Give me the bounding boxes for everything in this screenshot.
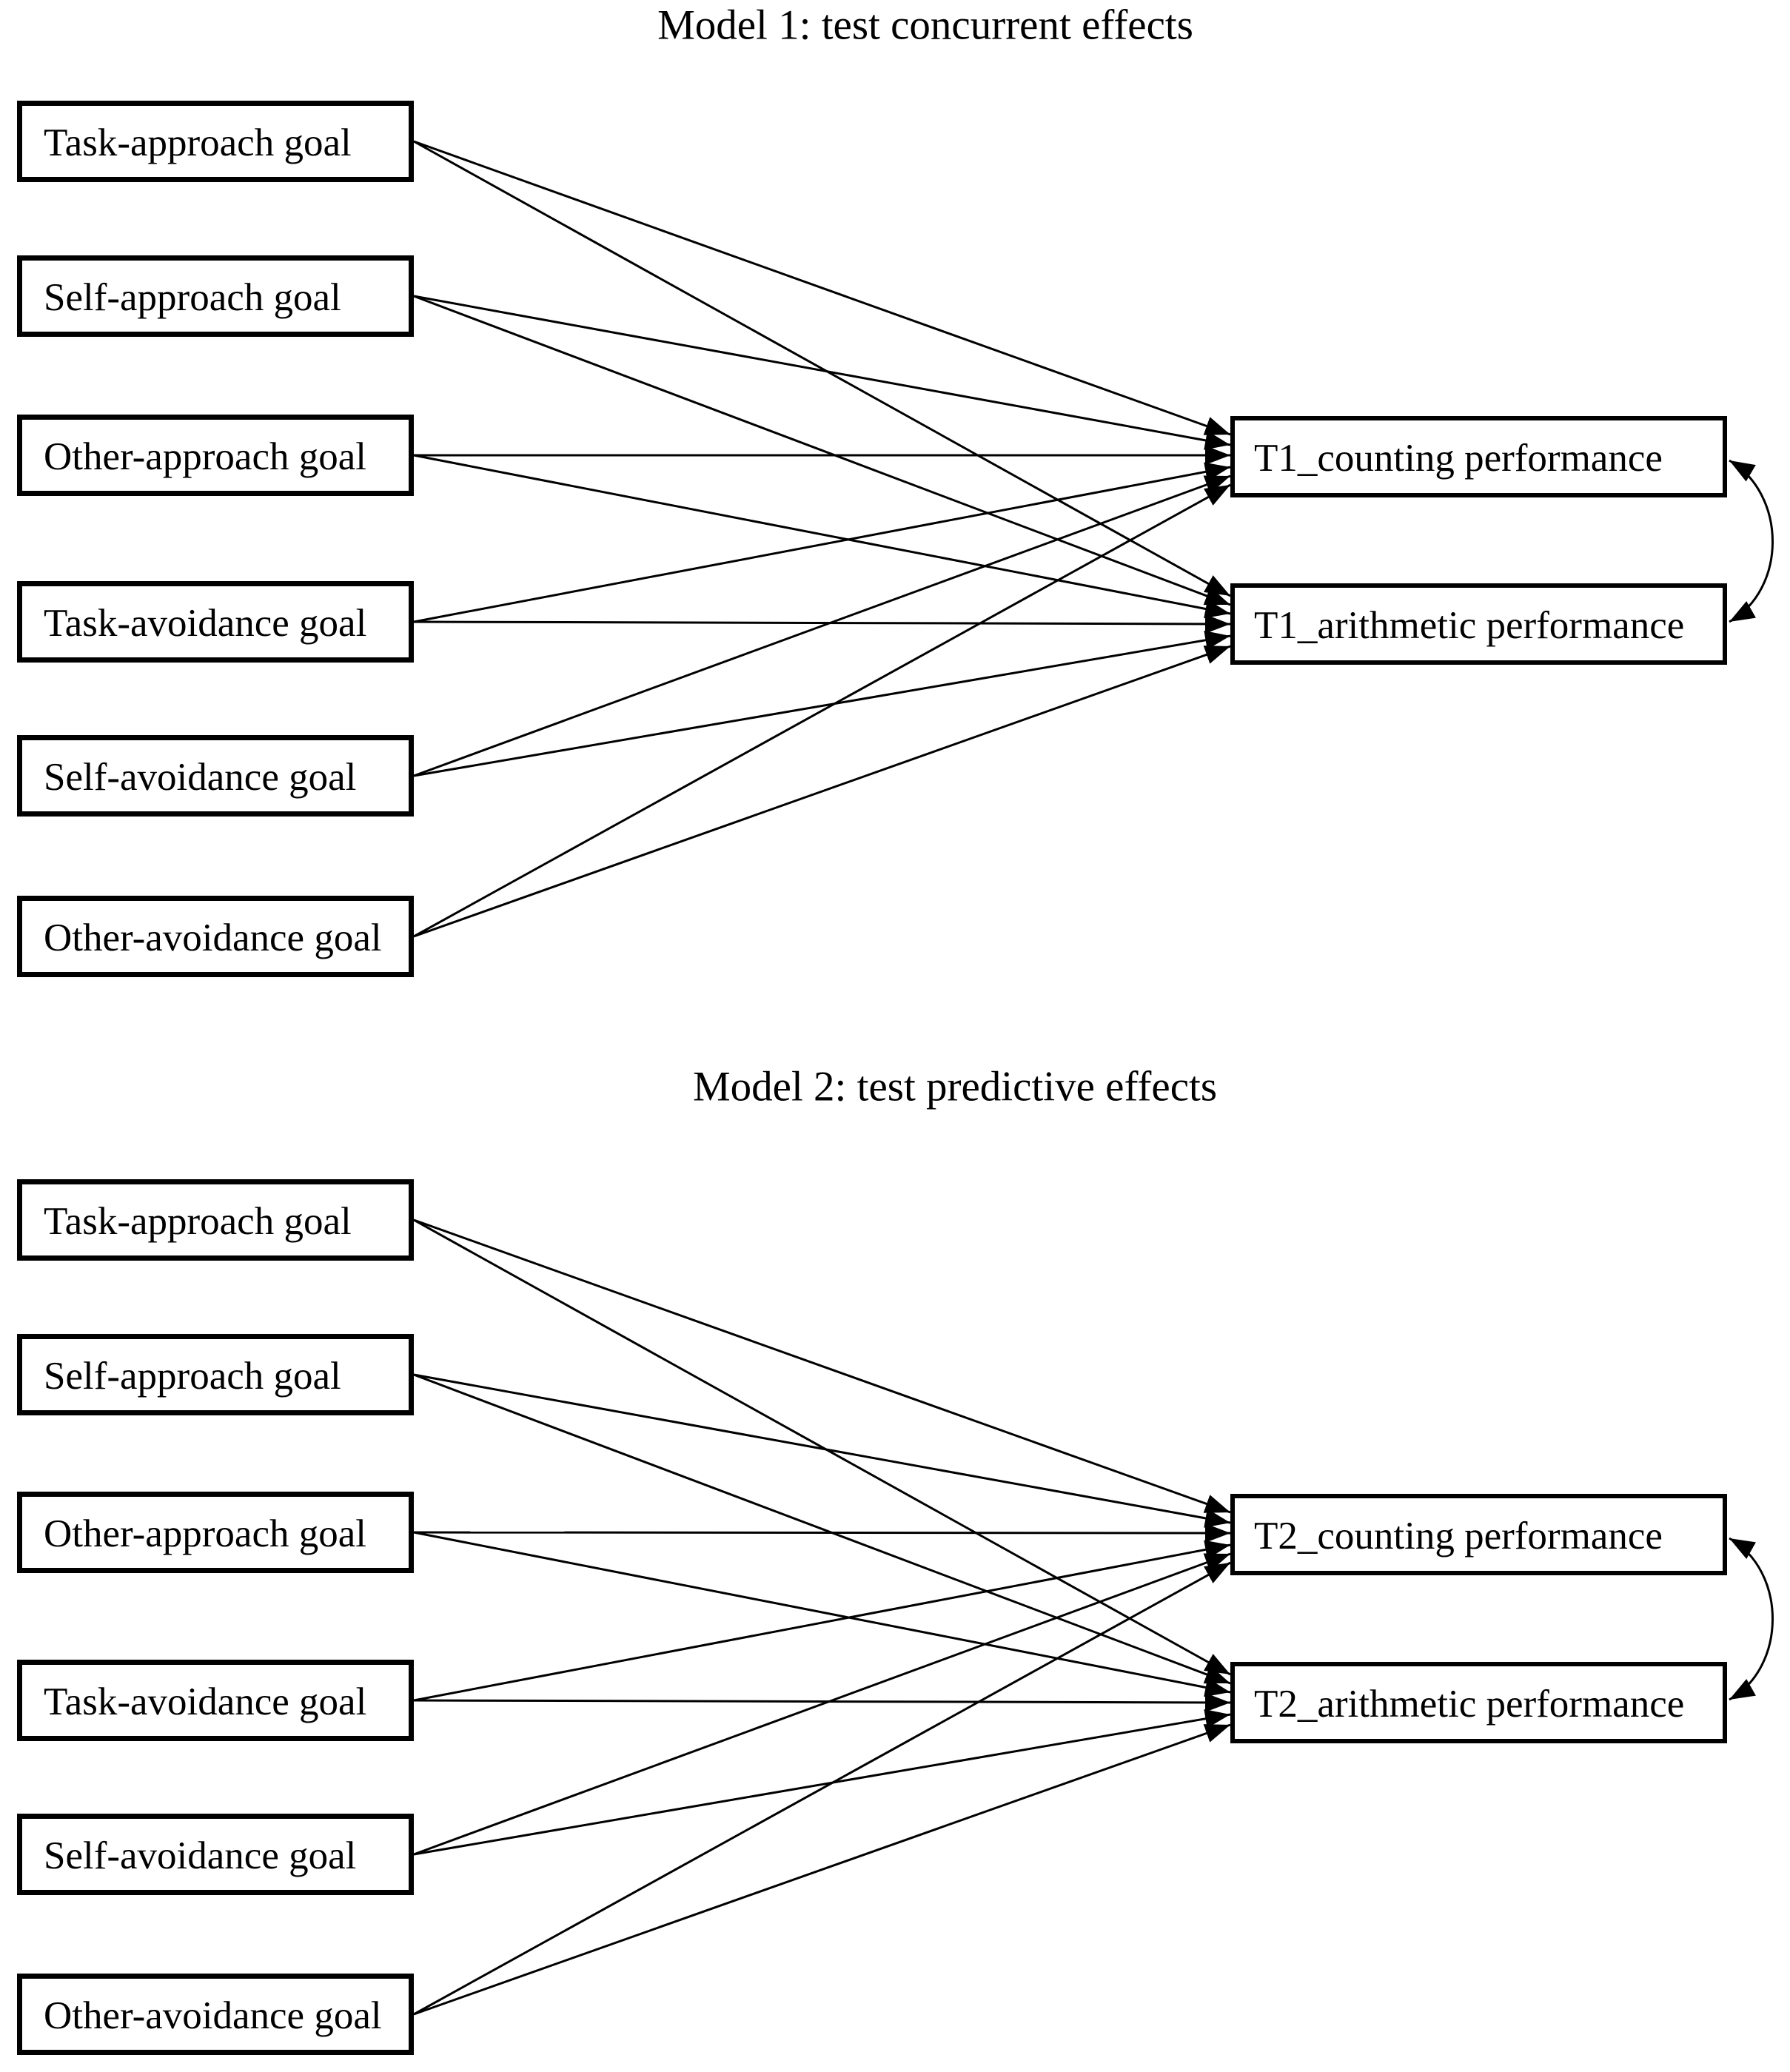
edge-self-approach-to-counting <box>413 295 1231 450</box>
node-task-avoidance-goal: Task-avoidance goal <box>17 581 414 663</box>
model-2-title: Model 2: test predictive effects <box>693 1064 1217 1110</box>
node-other-avoidance-goal: Other-avoidance goal <box>17 1974 414 2055</box>
node-label: Other-approach goal <box>44 1512 366 1555</box>
model-1-target-nodes: T1_counting performance T1_arithmetic pe… <box>1230 416 1727 665</box>
model-1-source-nodes: Task-approach goal Self-approach goal Ot… <box>17 101 414 977</box>
node-label: T2_arithmetic performance <box>1254 1683 1684 1726</box>
model-1-edges-to-arithmetic <box>413 140 1231 938</box>
node-task-approach-goal: Task-approach goal <box>17 1179 414 1261</box>
node-label: Other-avoidance goal <box>44 916 382 959</box>
node-label: Other-approach goal <box>44 435 366 478</box>
node-other-approach-goal: Other-approach goal <box>17 1492 414 1573</box>
node-self-approach-goal: Self-approach goal <box>17 255 414 337</box>
node-label: Task-approach goal <box>44 1200 352 1243</box>
node-other-avoidance-goal: Other-avoidance goal <box>17 896 414 977</box>
edge-task-approach-to-arithmetic <box>413 1218 1231 1676</box>
edge-self-approach-to-arithmetic <box>413 1373 1231 1685</box>
edge-other-avoidance-to-arithmetic <box>413 645 1231 938</box>
model-2-edges-to-counting <box>413 1218 1231 2016</box>
node-box <box>17 101 414 182</box>
node-box <box>17 255 414 337</box>
node-box <box>17 1334 414 1415</box>
node-label: Task-avoidance goal <box>44 1680 366 1723</box>
edge-task-avoidance-to-counting <box>413 1540 1231 1702</box>
node-label: T1_arithmetic performance <box>1254 604 1684 647</box>
edge-task-avoidance-to-arithmetic <box>413 614 1231 634</box>
node-box <box>17 1814 414 1895</box>
node-label: Self-approach goal <box>44 276 341 319</box>
node-box <box>17 896 414 977</box>
model-2-edges-to-arithmetic <box>413 1218 1231 2016</box>
edge-other-avoidance-to-counting <box>413 1561 1231 2016</box>
model-1: Model 1: test concurrent effects Task- <box>17 2 1774 977</box>
node-label: Self-avoidance goal <box>44 756 356 799</box>
node-task-approach-goal: Task-approach goal <box>17 101 414 182</box>
model-2: Model 2: test predictive effects Task- <box>17 1064 1774 2055</box>
node-box <box>17 1492 414 1573</box>
node-label: T2_counting performance <box>1254 1515 1663 1558</box>
node-label: T1_counting performance <box>1254 437 1663 480</box>
covariance-arrow-model-1 <box>1729 459 1774 623</box>
node-label: Self-avoidance goal <box>44 1834 356 1877</box>
node-box <box>17 581 414 663</box>
covariance-arrow-model-2 <box>1729 1537 1774 1701</box>
edge-task-approach-to-arithmetic <box>413 140 1231 597</box>
node-box <box>17 1660 414 1741</box>
node-box <box>1230 1494 1727 1575</box>
edge-self-avoidance-to-arithmetic <box>413 1709 1231 1856</box>
node-box <box>1230 1662 1727 1743</box>
node-other-approach-goal: Other-approach goal <box>17 415 414 496</box>
edge-other-approach-to-arithmetic <box>413 454 1231 619</box>
edge-other-approach-to-arithmetic <box>413 1531 1231 1697</box>
edge-other-approach-to-counting <box>413 1523 1231 1543</box>
edge-self-avoidance-to-counting <box>413 475 1231 777</box>
node-self-avoidance-goal: Self-avoidance goal <box>17 735 414 817</box>
edge-self-approach-to-counting <box>413 1373 1231 1528</box>
edge-self-approach-to-arithmetic <box>413 295 1231 606</box>
node-task-avoidance-goal: Task-avoidance goal <box>17 1660 414 1741</box>
model-1-title: Model 1: test concurrent effects <box>657 2 1193 49</box>
edge-task-avoidance-to-counting <box>413 462 1231 623</box>
node-label: Task-avoidance goal <box>44 602 366 645</box>
edge-other-avoidance-to-arithmetic <box>413 1723 1231 2016</box>
node-self-approach-goal: Self-approach goal <box>17 1334 414 1415</box>
node-box <box>1230 583 1727 665</box>
edge-task-approach-to-counting <box>413 1218 1231 1514</box>
edge-self-avoidance-to-arithmetic <box>413 630 1231 777</box>
node-t1-counting-performance: T1_counting performance <box>1230 416 1727 497</box>
node-box <box>1230 416 1727 497</box>
node-label: Other-avoidance goal <box>44 1994 382 2037</box>
node-box <box>17 415 414 496</box>
edge-other-avoidance-to-counting <box>413 483 1231 938</box>
node-t2-counting-performance: T2_counting performance <box>1230 1494 1727 1575</box>
edge-self-avoidance-to-counting <box>413 1552 1231 1856</box>
edge-task-approach-to-counting <box>413 140 1231 436</box>
node-box <box>17 1179 414 1261</box>
node-box <box>17 1974 414 2055</box>
node-box <box>17 735 414 817</box>
node-t1-arithmetic-performance: T1_arithmetic performance <box>1230 583 1727 665</box>
model-2-source-nodes: Task-approach goal Self-approach goal Ot… <box>17 1179 414 2055</box>
edge-task-avoidance-to-arithmetic <box>413 1692 1231 1712</box>
node-self-avoidance-goal: Self-avoidance goal <box>17 1814 414 1895</box>
node-label: Self-approach goal <box>44 1355 341 1398</box>
model-1-edges-to-counting <box>413 140 1231 938</box>
node-label: Task-approach goal <box>44 121 352 164</box>
model-2-target-nodes: T2_counting performance T2_arithmetic pe… <box>1230 1494 1727 1743</box>
node-t2-arithmetic-performance: T2_arithmetic performance <box>1230 1662 1727 1743</box>
